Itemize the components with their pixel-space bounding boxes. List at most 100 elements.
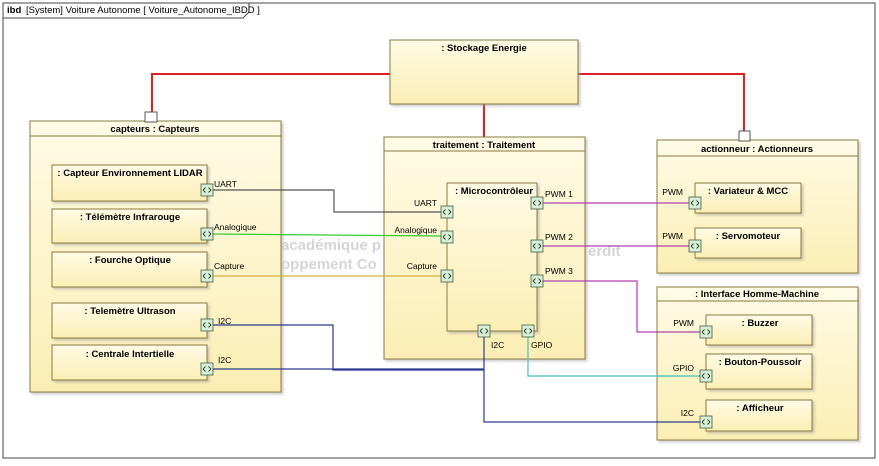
block-title: capteurs : Capteurs [110, 124, 199, 135]
svg-text:Capture: Capture [407, 261, 438, 271]
block-title: : Buzzer [742, 318, 779, 329]
block-variateur-mcc[interactable]: : Variateur & MCC [694, 182, 802, 214]
svg-text:UART: UART [414, 198, 437, 208]
svg-text:Capture: Capture [214, 261, 245, 271]
port-arrow-icon [442, 234, 452, 240]
port-arrow-icon [479, 328, 489, 334]
port-micro-pwm3[interactable]: PWM 3 [530, 266, 573, 288]
block-title: traitement : Traitement [433, 140, 536, 151]
port-lidar-uart[interactable]: UART [200, 179, 237, 197]
svg-text:académique p: académique p [281, 237, 381, 254]
block-title: : Stockage Energie [441, 43, 527, 54]
port-arrow-icon [701, 329, 711, 335]
svg-text:oppement Co: oppement Co [281, 256, 377, 273]
block-telemetre-ultrason[interactable]: : Telemètre Ultrason [51, 302, 208, 339]
watermark: académique p oppement Co erdit [281, 237, 621, 273]
port-micro-gpio[interactable]: GPIO [521, 324, 553, 350]
port-ir-analogique[interactable]: Analogique [200, 222, 257, 241]
port-micro-pwm1[interactable]: PWM 1 [530, 189, 573, 210]
svg-text:erdit: erdit [588, 243, 621, 260]
svg-text:PWM 3: PWM 3 [545, 266, 573, 276]
power-links [151, 73, 745, 137]
svg-text:GPIO: GPIO [673, 363, 695, 373]
svg-text:I2C: I2C [218, 316, 231, 326]
connector-i2c-micro [483, 337, 700, 423]
connector-i2c-ultrason [213, 324, 484, 371]
svg-text:GPIO: GPIO [531, 340, 553, 350]
svg-text:PWM: PWM [662, 187, 683, 197]
block-bouton-poussoir[interactable]: : Bouton-Poussoir [705, 353, 813, 390]
port-buzzer-pwm[interactable]: PWM [673, 318, 713, 339]
block-buzzer[interactable]: : Buzzer [705, 314, 813, 346]
power-port-square [738, 130, 751, 142]
port-bouton-gpio[interactable]: GPIO [673, 363, 713, 383]
svg-text:PWM: PWM [673, 318, 694, 328]
svg-text:I2C: I2C [218, 355, 231, 365]
block-telemetre-infrarouge[interactable]: : Télémètre Infrarouge [51, 208, 208, 244]
block-title: : Centrale Intertielle [86, 349, 175, 360]
port-servo-pwm[interactable]: PWM [662, 231, 702, 253]
block-centrale-inertielle[interactable]: : Centrale Intertielle [51, 344, 208, 381]
port-afficheur-i2c[interactable]: I2C [681, 408, 713, 429]
ports: UART Analogique Capture I2C I2C UART Ana… [200, 179, 713, 429]
port-centrale-i2c[interactable]: I2C [200, 355, 231, 376]
svg-text:PWM 1: PWM 1 [545, 189, 573, 199]
block-title: actionneur : Actionneurs [701, 144, 813, 155]
port-arrow-icon [442, 209, 452, 215]
svg-text:PWM: PWM [662, 231, 683, 241]
port-arrow-icon [202, 366, 212, 372]
block-title: : Télémètre Infrarouge [80, 212, 180, 223]
svg-text:Analogique: Analogique [394, 225, 437, 235]
port-arrow-icon [442, 273, 452, 279]
svg-text:I2C: I2C [681, 408, 694, 418]
port-arrow-icon [202, 187, 212, 193]
port-micro-capture[interactable]: Capture [407, 261, 454, 283]
port-arrow-icon [532, 200, 542, 206]
block-title: : Capteur Environnement LIDAR [57, 168, 202, 179]
port-micro-analogique[interactable]: Analogique [394, 225, 454, 244]
port-micro-uart[interactable]: UART [414, 198, 454, 219]
port-micro-pwm2[interactable]: PWM 2 [530, 232, 573, 253]
block-lidar[interactable]: : Capteur Environnement LIDAR [51, 164, 208, 202]
port-arrow-icon [523, 328, 533, 334]
port-arrow-icon [532, 243, 542, 249]
block-title: : Fourche Optique [89, 255, 171, 266]
svg-text:I2C: I2C [491, 340, 504, 350]
block-title: : Servomoteur [716, 231, 781, 242]
port-variateur-pwm[interactable]: PWM [662, 187, 702, 210]
block-microcontroleur[interactable]: : Microcontrôleur [446, 182, 538, 332]
block-traitement[interactable]: traitement : Traitement [383, 136, 586, 360]
port-arrow-icon [202, 231, 212, 237]
svg-text:Analogique: Analogique [214, 222, 257, 232]
connector-analogique [212, 233, 442, 237]
block-fourche-optique[interactable]: : Fourche Optique [51, 251, 208, 288]
port-ultrason-i2c[interactable]: I2C [200, 316, 231, 332]
svg-text:PWM 2: PWM 2 [545, 232, 573, 242]
connector-uart [213, 189, 441, 213]
block-title: : Afficheur [736, 403, 783, 414]
block-title: : Microcontrôleur [455, 186, 533, 197]
block-title: : Telemètre Ultrason [84, 306, 175, 317]
svg-text:UART: UART [214, 179, 237, 189]
block-afficheur[interactable]: : Afficheur [705, 399, 813, 432]
port-micro-i2c[interactable]: I2C [477, 324, 504, 350]
port-arrow-icon [690, 200, 700, 206]
power-link-capteurs [151, 73, 390, 112]
port-arrow-icon [202, 273, 212, 279]
power-link-actionneur [578, 73, 745, 131]
port-arrow-icon [690, 243, 700, 249]
block-title: : Bouton-Poussoir [719, 357, 802, 368]
port-arrow-icon [532, 278, 542, 284]
block-servomoteur[interactable]: : Servomoteur [694, 227, 802, 259]
port-arrow-icon [701, 373, 711, 379]
port-arrow-icon [202, 322, 212, 328]
connector-pwm3 [542, 280, 700, 333]
frame-kind: ibd [7, 5, 21, 16]
port-fourche-capture[interactable]: Capture [200, 261, 245, 283]
block-title: : Interface Homme-Machine [695, 289, 819, 300]
block-stockage-energie[interactable]: : Stockage Energie [389, 39, 579, 105]
connectors [212, 189, 700, 423]
frame-title: [System] Voiture Autonome [ Voiture_Auto… [26, 5, 260, 16]
